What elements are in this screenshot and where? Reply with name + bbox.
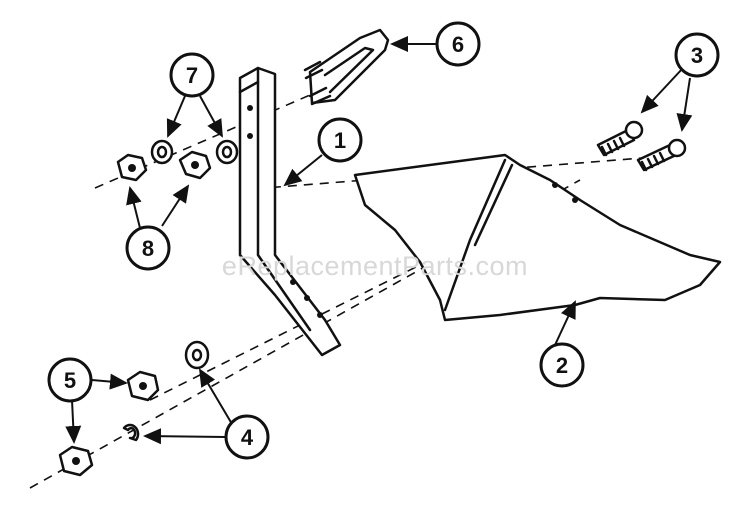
callout-5: 5: [47, 357, 93, 403]
callout-8: 8: [125, 225, 171, 271]
blade-bolt-hole: [572, 197, 578, 203]
callout-1-label: 1: [334, 128, 346, 153]
callout-8-label: 8: [142, 236, 154, 261]
watermark-text: eReplacementParts.com: [222, 251, 528, 281]
callout-4-label: 4: [241, 425, 254, 450]
callout-6: 6: [435, 21, 481, 67]
shank-hole: [247, 133, 253, 139]
part-5-nuts: [58, 370, 160, 477]
part-8-nuts: [116, 150, 212, 182]
callout-2: 2: [539, 342, 585, 388]
part-1-shank: [238, 66, 342, 357]
callout-5-label: 5: [64, 368, 76, 393]
callout-2-label: 2: [556, 353, 568, 378]
callout-7: 7: [169, 52, 215, 98]
shank-hole: [304, 295, 310, 301]
callout-3-label: 3: [691, 43, 703, 68]
callout-7-label: 7: [186, 63, 198, 88]
callout-3: 3: [674, 32, 720, 78]
shank-hole: [247, 105, 253, 111]
shank-hole: [317, 312, 323, 318]
leader-lines: [65, 36, 693, 445]
part-6-u-bolt: [303, 28, 390, 106]
blade-bolt-hole: [552, 182, 558, 188]
callout-1: 1: [317, 117, 363, 163]
part-4-washers: [122, 340, 210, 442]
part-2-sweep-blade: [353, 153, 722, 322]
callout-4: 4: [224, 414, 270, 460]
part-3-bolts: [596, 120, 687, 172]
callout-6-label: 6: [452, 32, 464, 57]
shank-hole: [290, 279, 296, 285]
part-7-washers: [150, 139, 239, 165]
